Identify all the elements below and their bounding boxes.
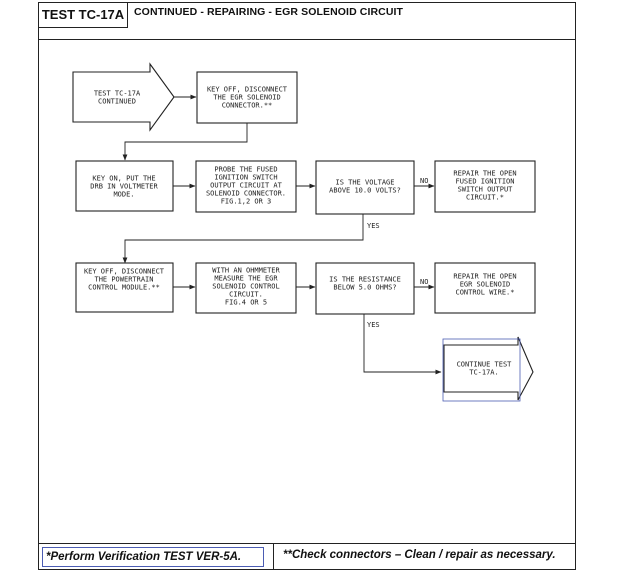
label-resistance-yes: YES [367,321,380,329]
footer-divider [38,543,576,544]
node-text-line: MEASURE THE EGR [214,275,278,283]
node-text-line: KEY OFF, DISCONNECT [207,86,288,94]
node-text-line: BELOW 5.0 OHMS? [333,284,396,292]
footer-connectors-note: **Check connectors – Clean / repair as n… [283,549,556,561]
node-text-line: WITH AN OHMMETER [212,267,280,275]
page-frame [38,2,576,570]
edge-disconnect-to-keyon [122,123,248,161]
node-text-line: FIG.1,2 OR 3 [221,198,272,206]
node-text-line: IS THE RESISTANCE [329,276,401,284]
node-text-line: TEST TC-17A [94,90,141,98]
node-text-line: PROBE THE FUSED [214,166,277,174]
node-text-line: TC-17A. [469,369,499,377]
node-text-line: CONTINUE TEST [457,361,513,369]
node-text-line: REPAIR THE OPEN [453,170,516,178]
edge-resistance-yes [363,314,442,375]
node-key-off-disconnect-pcm [75,262,174,313]
node-probe-fused [195,160,297,213]
node-key-on-drb [75,160,174,212]
node-text-line: SOLENOID CONNECTOR. [206,190,286,198]
node-text-line: FIG.4 OR 5 [225,299,267,307]
node-text-line: CONTINUED [98,98,136,106]
node-key-off-disconnect-egr [196,71,298,124]
page-title: CONTINUED - REPAIRING - EGR SOLENOID CIR… [134,6,404,18]
node-ohmmeter-measure [195,262,297,314]
node-text-line: CONTROL WIRE.* [455,289,514,297]
node-continue-arrow [443,336,534,401]
label-resistance-no: NO [420,278,428,286]
node-text-line: OUTPUT CIRCUIT AT [210,182,282,190]
node-text-line: REPAIR THE OPEN [453,273,516,281]
label-voltage-no: NO [420,177,428,185]
label-voltage-yes: YES [367,222,380,230]
node-text-line: CIRCUIT. [229,291,263,299]
node-text-line: KEY ON, PUT THE [92,175,155,183]
node-text-line: MODE. [113,191,134,199]
test-id-label: TEST TC-17A [38,2,128,28]
node-text-line: SOLENOID CONTROL [212,283,279,291]
continue-highlight [442,338,521,402]
edge-voltage-yes [122,214,364,264]
node-text-line: ABOVE 10.0 VOLTS? [329,187,401,195]
node-voltage-question [315,160,415,215]
node-text-line: THE POWERTRAIN [94,276,153,284]
node-text-line: EGR SOLENOID [460,281,511,289]
node-repair-open-fused [434,160,536,213]
node-text-line: IS THE VOLTAGE [335,179,394,187]
node-start-arrow [72,62,175,132]
node-text-line: THE EGR SOLENOID [213,94,280,102]
footer-separator [273,543,274,570]
node-text-line: SWITCH OUTPUT [458,186,514,194]
node-resistance-question [315,262,415,315]
node-text-line: DRB IN VOLTMETER [90,183,158,191]
node-text-line: CONNECTOR.** [222,102,273,110]
footer-verification-note: *Perform Verification TEST VER-5A. [42,547,264,567]
header-divider [38,39,576,40]
node-text-line: FUSED IGNITION [455,178,514,186]
node-text-line: KEY OFF, DISCONNECT [84,268,165,276]
node-text-line: CONTROL MODULE.** [88,284,160,292]
node-repair-open-egr [434,262,536,314]
node-text-line: IGNITION SWITCH [214,174,277,182]
node-text-line: CIRCUIT.* [466,194,504,202]
